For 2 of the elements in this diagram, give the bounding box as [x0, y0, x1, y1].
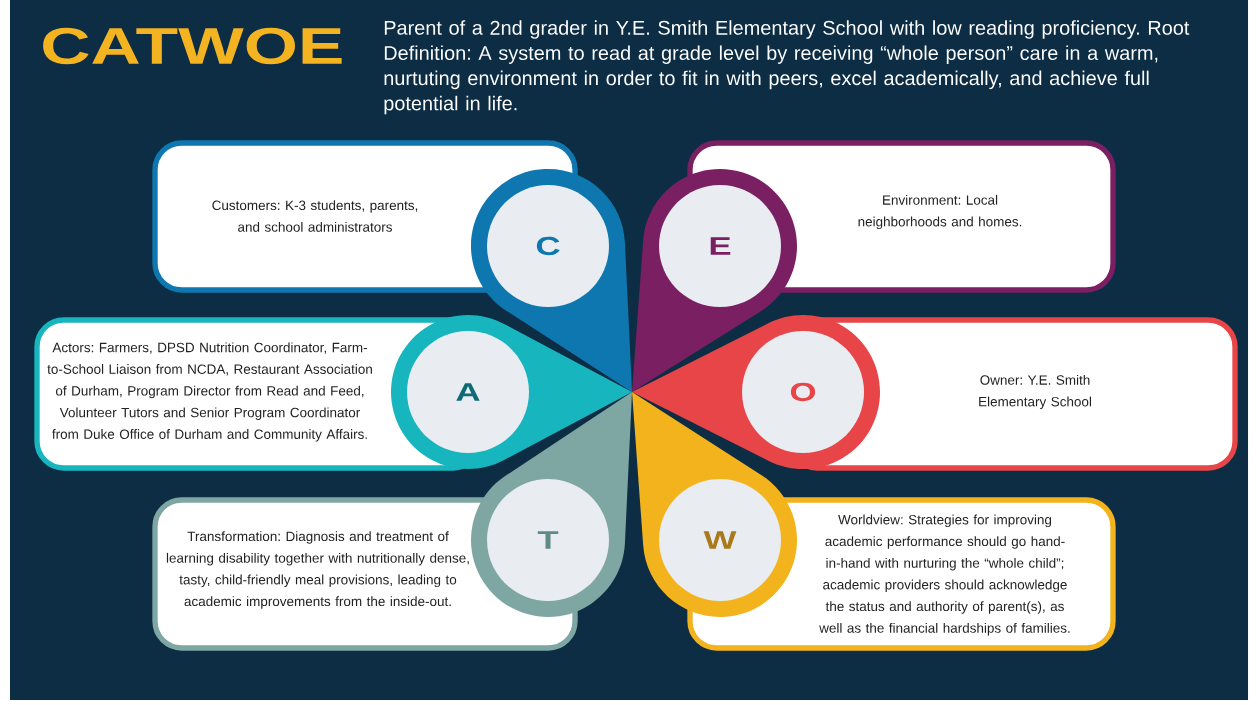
- root-definition: Parent of a 2nd grader in Y.E. Smith Elementary School with low reading proficiency. Root Definition: A system to read at grade level by receiving “whole person” care in a warm, nurtuting environment in order to fit in with peers, excel academically, and achieve full potential in life.: [384, 20, 1190, 115]
- title: CATWOE: [43, 27, 342, 65]
